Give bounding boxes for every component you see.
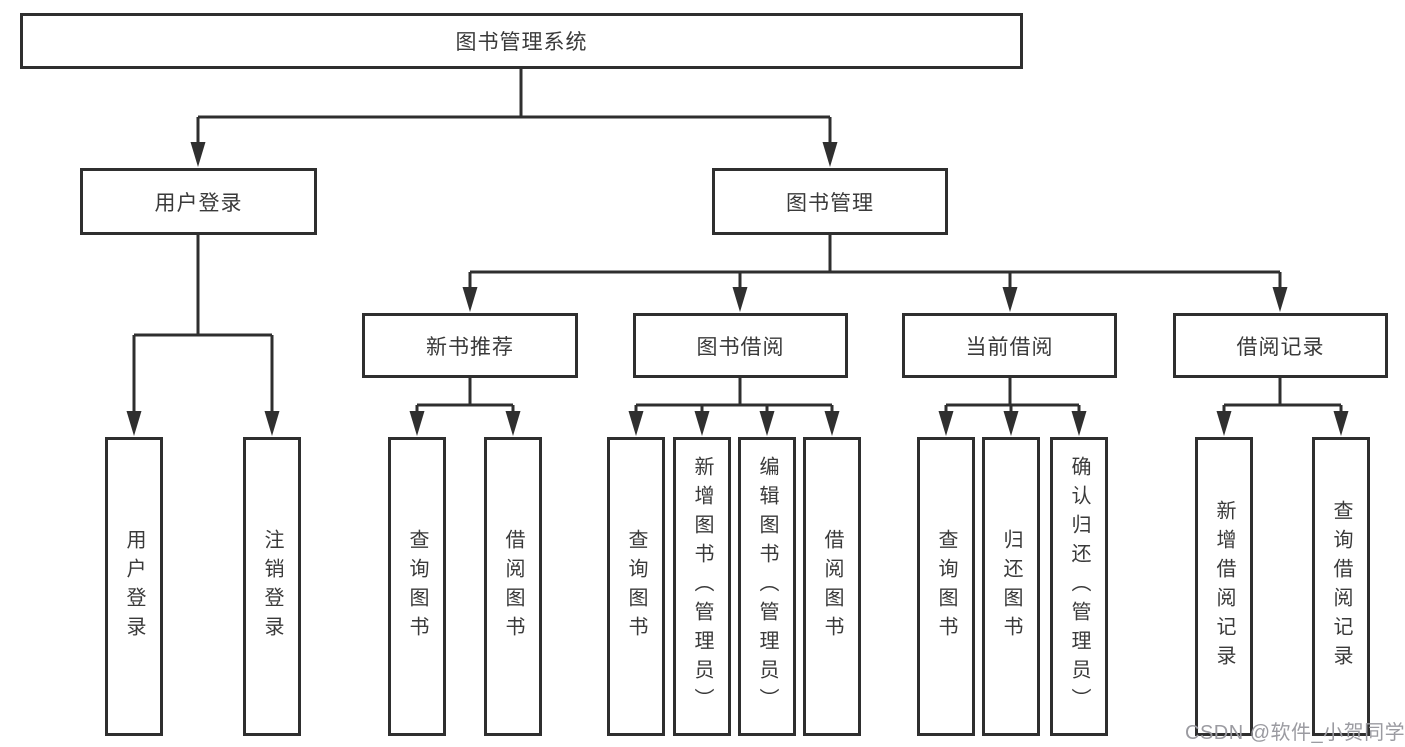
node-user-login: 用户登录 [80, 168, 317, 235]
node-label: 图书借阅 [696, 335, 785, 359]
node-label: 归还图书 [1000, 528, 1022, 645]
node-label: 借阅图书 [502, 528, 524, 645]
arrowhead-icon [732, 287, 748, 312]
node-label: 图书管理 [786, 191, 874, 215]
arrowhead-icon [126, 411, 142, 436]
node-label: 借阅图书 [821, 528, 843, 645]
node-leaf-borrow-books: 借阅图书 [803, 437, 861, 736]
arrowhead-icon [1003, 411, 1019, 436]
node-label: 查询图书 [935, 528, 957, 645]
node-label: 新增图书（管理员） [691, 456, 713, 717]
arrowhead-icon [264, 411, 280, 436]
node-leaf-query-books-borrow: 查询图书 [607, 437, 665, 736]
node-label: 用户登录 [154, 191, 243, 215]
arrowhead-icon [628, 411, 644, 436]
node-library-management-system: 图书管理系统 [20, 13, 1023, 69]
arrowhead-icon [1216, 411, 1232, 436]
csdn-watermark: CSDN @软件_小贺同学 [1185, 722, 1405, 744]
node-label: 注销登录 [261, 528, 283, 645]
node-label: 查询图书 [406, 528, 428, 645]
arrowhead-icon [1272, 287, 1288, 312]
arrowhead-icon [822, 142, 838, 167]
arrowhead-icon [759, 411, 775, 436]
node-book-borrowing: 图书借阅 [633, 313, 848, 378]
arrowhead-icon [462, 287, 478, 312]
arrowhead-icon [694, 411, 710, 436]
node-label: 当前借阅 [965, 335, 1054, 359]
node-leaf-query-books-recommend: 查询图书 [388, 437, 446, 736]
node-label: 查询借阅记录 [1330, 499, 1352, 674]
node-leaf-add-borrow-record: 新增借阅记录 [1195, 437, 1253, 736]
node-label: 编辑图书（管理员） [756, 456, 778, 717]
arrowhead-icon [505, 411, 521, 436]
arrowhead-icon [1333, 411, 1349, 436]
node-leaf-borrow-books-recommend: 借阅图书 [484, 437, 542, 736]
node-leaf-query-borrow-record: 查询借阅记录 [1312, 437, 1370, 736]
arrowhead-icon [1002, 287, 1018, 312]
node-borrowing-records: 借阅记录 [1173, 313, 1388, 378]
arrowhead-icon [190, 142, 206, 167]
node-label: 新书推荐 [426, 335, 514, 359]
arrowhead-icon [938, 411, 954, 436]
node-leaf-return-books: 归还图书 [982, 437, 1040, 736]
arrowhead-icon [824, 411, 840, 436]
node-leaf-user-login: 用户登录 [105, 437, 163, 736]
arrowhead-icon [1071, 411, 1087, 436]
node-leaf-edit-books-admin: 编辑图书（管理员） [738, 437, 796, 736]
node-label: 用户登录 [123, 528, 145, 645]
node-new-book-recommendation: 新书推荐 [362, 313, 578, 378]
node-label: 图书管理系统 [455, 31, 588, 54]
node-label: 新增借阅记录 [1213, 499, 1235, 674]
node-leaf-logout: 注销登录 [243, 437, 301, 736]
node-leaf-query-books-current: 查询图书 [917, 437, 975, 736]
node-leaf-confirm-return-admin: 确认归还（管理员） [1050, 437, 1108, 736]
arrowhead-icon [409, 411, 425, 436]
node-label: 借阅记录 [1236, 335, 1325, 359]
node-book-management: 图书管理 [712, 168, 948, 235]
node-current-borrowing: 当前借阅 [902, 313, 1117, 378]
node-leaf-add-books-admin: 新增图书（管理员） [673, 437, 731, 736]
node-label: 查询图书 [625, 528, 647, 645]
node-label: 确认归还（管理员） [1068, 456, 1090, 717]
